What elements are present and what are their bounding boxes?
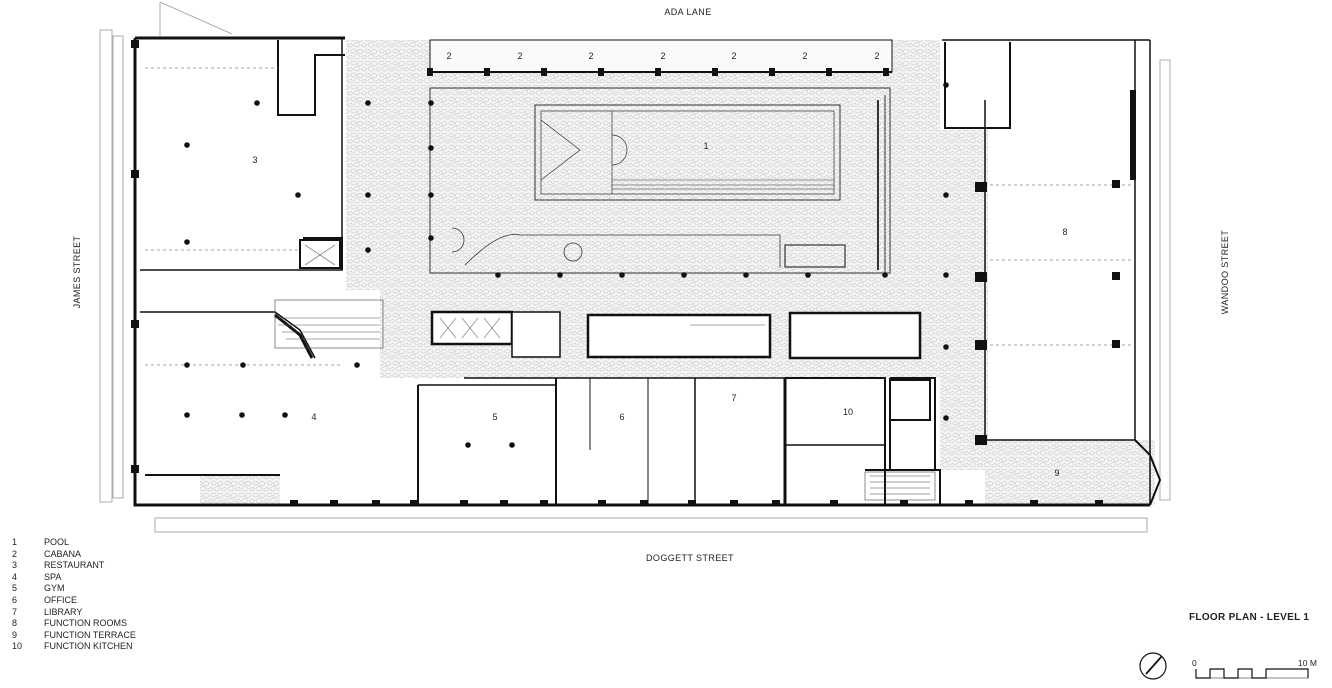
room-label-cabana: 2 xyxy=(660,51,665,61)
legend-item: 9 FUNCTION TERRACE xyxy=(12,630,136,642)
legend-label: RESTAURANT xyxy=(44,560,105,571)
legend-label: SPA xyxy=(44,571,62,582)
room-label-cabana: 2 xyxy=(731,51,736,61)
legend-item: 3 RESTAURANT xyxy=(12,560,136,572)
legend-number: 9 xyxy=(12,629,18,640)
legend-number: 5 xyxy=(12,583,18,594)
plan-title: FLOOR PLAN - LEVEL 1 xyxy=(1189,612,1310,623)
legend-label: OFFICE xyxy=(44,594,77,605)
south-mullions xyxy=(131,40,1103,506)
legend-label: FUNCTION KITCHEN xyxy=(44,641,133,652)
room-label-cabana: 2 xyxy=(517,51,522,61)
legend: 1 POOL 2 CABANA 3 RESTAURANT 4 SPA 5 GYM 6 OFFICE 7 L… xyxy=(12,537,136,653)
room-label-gym: 5 xyxy=(492,412,497,422)
scale-start-label: 0 xyxy=(1192,658,1197,668)
scale-end-label: 10 M xyxy=(1298,658,1317,668)
room-label-library: 7 xyxy=(731,393,736,403)
room-label-cabana: 2 xyxy=(874,51,879,61)
stairs xyxy=(274,299,936,501)
legend-number: 7 xyxy=(12,606,18,617)
north-arrow-icon xyxy=(1139,652,1167,680)
street-south: DOGGETT STREET xyxy=(646,553,734,563)
legend-number: 3 xyxy=(12,560,18,571)
legend-number: 6 xyxy=(12,594,18,605)
room-label-spa: 4 xyxy=(311,412,316,422)
columns xyxy=(184,82,1118,448)
legend-item: 6 OFFICE xyxy=(12,595,136,607)
street-east: WANDOO STREET xyxy=(1220,230,1230,314)
legend-number: 1 xyxy=(12,537,18,547)
facade-strips xyxy=(99,1,1171,533)
room-label-function-kitchen: 10 xyxy=(843,407,853,417)
legend-item: 10 FUNCTION KITCHEN xyxy=(12,641,136,653)
room-label-office: 6 xyxy=(619,412,624,422)
legend-label: FUNCTION TERRACE xyxy=(44,629,136,640)
legend-item: 2 CABANA xyxy=(12,549,136,561)
room-label-function-terrace: 9 xyxy=(1054,468,1059,478)
legend-number: 4 xyxy=(12,571,18,582)
room-label-cabana: 2 xyxy=(802,51,807,61)
room-label-pool: 1 xyxy=(703,141,708,151)
legend-item: 8 FUNCTION ROOMS xyxy=(12,618,136,630)
legend-item: 7 LIBRARY xyxy=(12,607,136,619)
function-partitions xyxy=(975,90,1136,445)
scale-bar xyxy=(1195,668,1309,679)
cabanas xyxy=(427,39,893,76)
street-west: JAMES STREET xyxy=(72,235,82,308)
legend-label: FUNCTION ROOMS xyxy=(44,618,127,629)
legend-number: 2 xyxy=(12,548,18,559)
legend-number: 10 xyxy=(12,641,23,652)
legend-label: POOL xyxy=(44,537,70,547)
room-label-cabana: 2 xyxy=(588,51,593,61)
room-label-function-rooms: 8 xyxy=(1062,227,1067,237)
legend-label: CABANA xyxy=(44,548,82,559)
legend-item: 1 POOL xyxy=(12,537,136,549)
room-labels: 1 2 2 2 2 2 2 2 2 3 4 5 6 7 8 9 10 xyxy=(252,51,1067,478)
building-walls xyxy=(133,36,1162,507)
service-cores xyxy=(275,239,931,421)
legend-label: GYM xyxy=(44,583,65,594)
legend-label: LIBRARY xyxy=(44,606,83,617)
room-label-restaurant: 3 xyxy=(252,155,257,165)
legend-number: 8 xyxy=(12,618,18,629)
pool xyxy=(429,87,891,275)
legend-item: 4 SPA xyxy=(12,572,136,584)
room-label-cabana: 2 xyxy=(446,51,451,61)
legend-item: 5 GYM xyxy=(12,583,136,595)
street-north: ADA LANE xyxy=(664,7,711,17)
